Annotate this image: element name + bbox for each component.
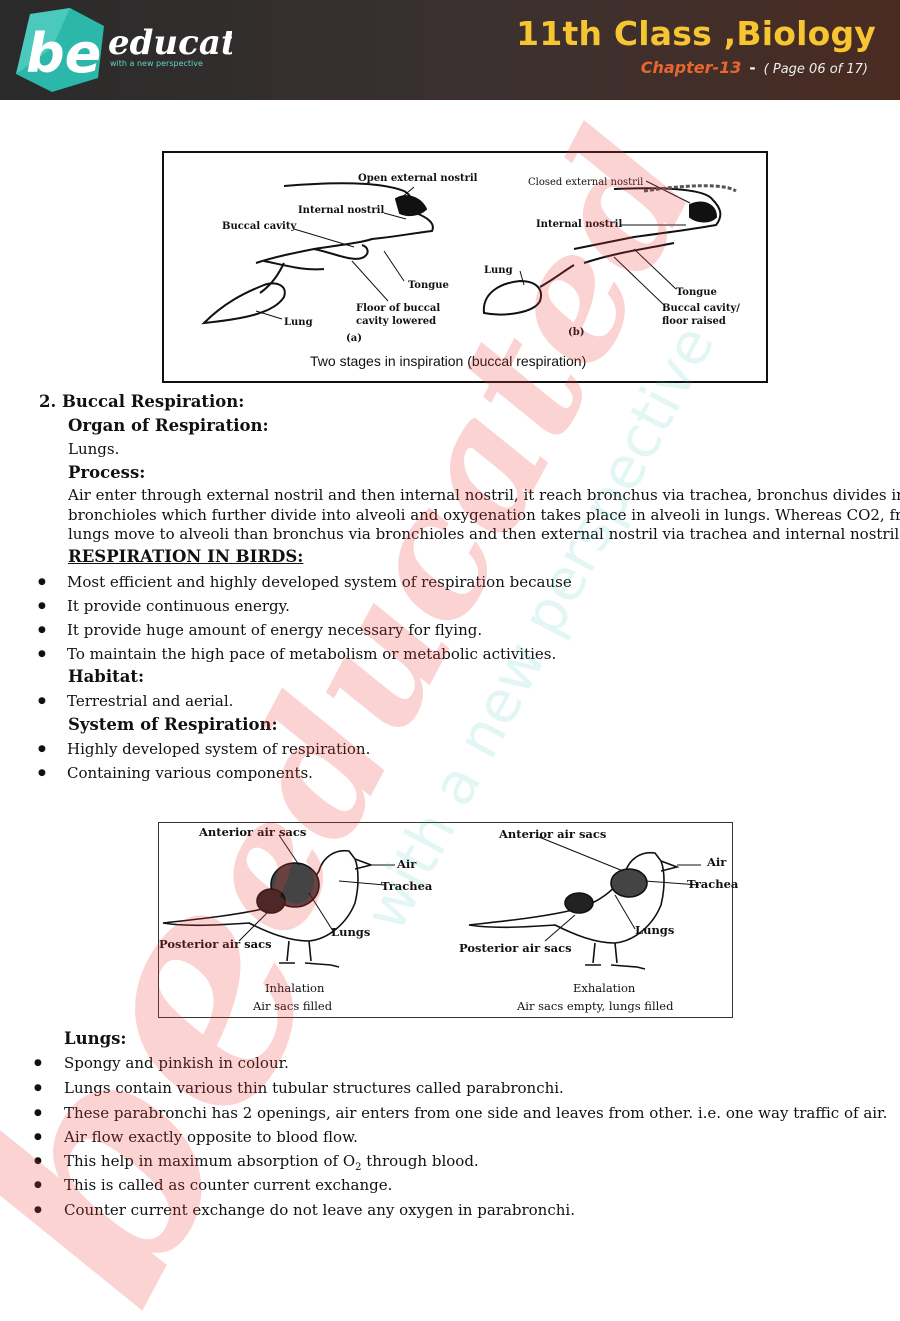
label-tongue-a: Tongue (408, 280, 449, 291)
list-item (34, 1078, 42, 1096)
lungs-bullet-3: These parabronchi has 2 openings, air en… (64, 1104, 888, 1122)
svg-text:be: be (26, 22, 101, 85)
habitat-heading: Habitat: (68, 667, 145, 686)
label-trachea-right: Trachea (687, 877, 739, 891)
page-indicator: ( Page 06 of 17) (763, 62, 868, 77)
section-heading-buccal: 2. Buccal Respiration: (39, 392, 245, 411)
label-lung-b: Lung (484, 265, 513, 276)
list-item (38, 620, 46, 638)
label-internal-nostril-a: Internal nostril (298, 205, 385, 216)
be-educated-logo: be educated with a new perspective (16, 8, 232, 92)
birds-bullet-3: It provide huge amount of energy necessa… (67, 621, 483, 639)
system-bullet-2: Containing various components. (67, 764, 313, 782)
label-internal-nostril-b: Internal nostril (536, 219, 623, 230)
label-air-right: Air (707, 855, 727, 869)
tag-a: (a) (346, 333, 362, 344)
label-floor-a: Floor of buccal (356, 303, 441, 314)
lungs-bullet-5: This help in maximum absorption of O2 th… (64, 1152, 479, 1173)
label-anterior-right: Anterior air sacs (499, 827, 607, 841)
process-line-3: lungs move to alveoli than bronchus via … (68, 525, 900, 543)
lungs-bullet-1: Spongy and pinkish in colour. (64, 1054, 289, 1072)
list-item (34, 1127, 42, 1145)
label-lung-a: Lung (284, 317, 313, 328)
birds-bullet-2: It provide continuous energy. (67, 597, 290, 615)
label-buccal-b: Buccal cavity/ (662, 303, 740, 314)
organ-text: Lungs. (68, 440, 120, 458)
birds-bullet-1: Most efficient and highly developed syst… (67, 573, 572, 591)
bird-diagram (162, 834, 701, 970)
list-item (38, 644, 46, 662)
label-closed-nostril: Closed external nostril (528, 177, 644, 188)
lungs-bullet-2: Lungs contain various thin tubular struc… (64, 1079, 564, 1097)
chapter-page-line: Chapter-13-( Page 06 of 17) (640, 58, 868, 77)
process-heading: Process: (68, 463, 146, 482)
lungs-bullet-6: This is called as counter current exchan… (64, 1176, 393, 1194)
svg-text:educated: educated (108, 23, 232, 63)
label-trachea-left: Trachea (381, 879, 433, 893)
label-open-nostril: Open external nostril (358, 173, 478, 184)
frog-diagram (201, 180, 737, 325)
caption-air-sacs-filled: Air sacs filled (253, 999, 333, 1013)
process-line-1: Air enter through external nostril and t… (68, 486, 900, 504)
page-header: be educated with a new perspective 11th … (0, 0, 900, 100)
system-heading: System of Respiration: (68, 715, 278, 734)
caption-air-sacs-empty: Air sacs empty, lungs filled (517, 999, 674, 1013)
organ-heading: Organ of Respiration: (68, 416, 269, 435)
bird-respiration-figure: Anterior air sacs Air Trachea Lungs Post… (158, 822, 738, 1018)
list-item (34, 1151, 42, 1169)
caption-inhalation: Inhalation (265, 981, 325, 995)
system-bullet-1: Highly developed system of respiration. (67, 740, 371, 758)
list-item (34, 1103, 42, 1121)
list-item (38, 739, 46, 757)
label-floor-b: floor raised (662, 316, 726, 327)
list-item (38, 572, 46, 590)
chapter-label: Chapter-13 (640, 58, 742, 77)
label-lungs-left: Lungs (331, 925, 371, 939)
lungs-heading: Lungs: (64, 1029, 127, 1048)
list-item (34, 1053, 42, 1071)
label-posterior-left: Posterior air sacs (159, 937, 272, 951)
list-item (34, 1200, 42, 1218)
list-item (38, 596, 46, 614)
buccal-respiration-figure: Open external nostril Internal nostril B… (162, 151, 768, 383)
list-item (34, 1175, 42, 1193)
label-posterior-right: Posterior air sacs (459, 941, 572, 955)
tag-b: (b) (568, 327, 585, 338)
lungs-bullet-4: Air flow exactly opposite to blood flow. (64, 1128, 358, 1146)
birds-bullet-4: To maintain the high pace of metabolism … (67, 645, 557, 663)
list-item (38, 691, 46, 709)
label-lungs-right: Lungs (635, 923, 675, 937)
caption-exhalation: Exhalation (573, 981, 636, 995)
svg-text:with a new perspective: with a new perspective (110, 59, 203, 68)
class-title: 11th Class ,Biology (516, 14, 876, 53)
list-item (38, 763, 46, 781)
birds-heading: RESPIRATION IN BIRDS: (68, 547, 304, 566)
figure1-caption: Two stages in inspiration (buccal respir… (310, 353, 587, 369)
habitat-bullet-1: Terrestrial and aerial. (67, 692, 234, 710)
label-buccal-cavity: Buccal cavity (222, 221, 297, 232)
lungs-bullet-7: Counter current exchange do not leave an… (64, 1201, 575, 1219)
label-tongue-b: Tongue (676, 287, 717, 298)
label-air-left: Air (397, 857, 417, 871)
label-floor-a2: cavity lowered (356, 316, 437, 327)
label-anterior-left: Anterior air sacs (199, 825, 307, 839)
process-line-2: bronchioles which further divide into al… (68, 506, 900, 524)
